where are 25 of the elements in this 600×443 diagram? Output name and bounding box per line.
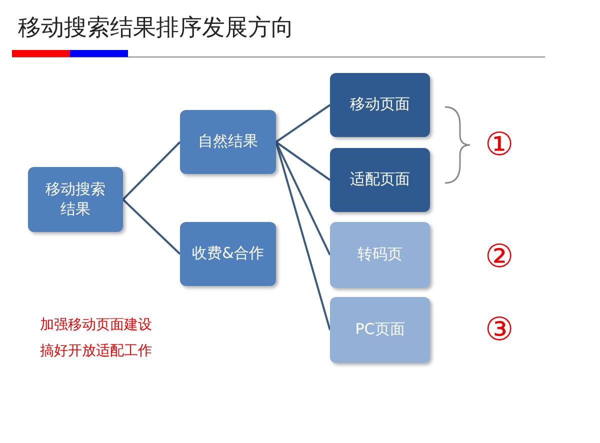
callout-number: ① [485,125,514,163]
node-label: 自然结果 [198,132,258,152]
callout-number: ③ [485,310,514,348]
note-text: 搞好开放适配工作 [40,342,152,360]
node-label: 收费&合作 [192,244,264,264]
connector-line [122,141,181,200]
node-label: PC页面 [355,320,405,340]
process-box [28,167,123,232]
process-box [330,222,430,288]
connector-line [275,142,331,256]
process-box [180,222,276,286]
note-text: 加强移动页面建设 [40,316,152,334]
connector-line [275,141,331,181]
callout-number: ② [485,237,514,275]
process-box [330,148,430,212]
node-label: 转码页 [358,245,402,265]
process-box [330,73,430,137]
connector-line [122,198,181,255]
process-box [180,110,276,174]
connector-line [275,104,331,143]
title: 移动搜索结果排序发展方向 [18,14,294,43]
process-box [330,297,430,363]
node-label: 移动页面 [350,95,410,115]
node-label: 适配页面 [350,170,410,190]
node-label: 移动搜索结果 [46,180,106,219]
